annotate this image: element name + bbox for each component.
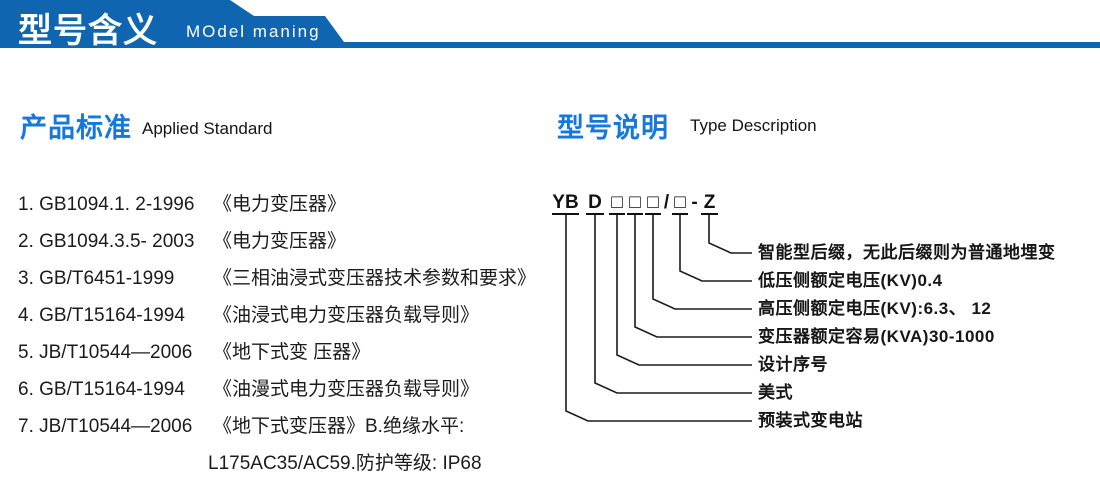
model-code-separator: - <box>691 192 698 213</box>
connector-lines <box>565 215 752 422</box>
standard-item: 2. GB1094.3.5- 2003 《电力变压器》 <box>18 223 548 260</box>
applied-standard-heading-zh: 产品标准 <box>20 113 132 143</box>
standard-code: 4. GB/T15164-1994 <box>18 305 185 326</box>
standard-item: 3. GB/T6451-1999 《三相油浸式变压器技术参数和要求》 <box>18 260 548 297</box>
standard-code: 2. GB1094.3.5- 2003 <box>18 231 195 252</box>
standard-title: 《三相油浸式变压器技术参数和要求》 <box>213 268 537 289</box>
model-code-segment: □ <box>627 193 643 215</box>
standards-list: 1. GB1094.1. 2-1996 《电力变压器》 2. GB1094.3.… <box>18 186 548 482</box>
model-code-diagram: YB D □ □ □ / □ - Z 智能型后缀，无此后缀则为普通地埋变 低压侧… <box>540 188 1100 488</box>
applied-standard-heading-en: Applied Standard <box>142 119 273 138</box>
model-label: 预装式变电站 <box>758 411 863 430</box>
standard-code: 5. JB/T10544—2006 <box>18 342 193 363</box>
model-code-segment: □ <box>645 193 661 215</box>
standard-code: 6. GB/T15164-1994 <box>18 379 185 400</box>
standard-item: 5. JB/T10544—2006 《地下式变 压器》 <box>18 334 548 371</box>
model-code-separator: / <box>663 192 670 213</box>
page-subtitle: MOdel maning <box>186 22 321 41</box>
standard-code: 7. JB/T10544—2006 <box>18 416 193 437</box>
standard-title: 《油漫式电力变压器负载导则》 <box>213 379 480 400</box>
model-code-segment: D <box>586 193 604 215</box>
standard-continuation: L175AC35/AC59.防护等级: IP68 <box>208 453 482 474</box>
standard-item: 4. GB/T15164-1994 《油浸式电力变压器负载导则》 <box>18 297 548 334</box>
standard-title: 《电力变压器》 <box>213 194 347 215</box>
standard-title: 《地下式变压器》B.绝缘水平: <box>213 416 465 437</box>
model-code-segment: □ <box>609 193 625 215</box>
model-code-segment: Z <box>701 193 718 215</box>
standard-item: 7. JB/T10544—2006 《地下式变压器》B.绝缘水平: <box>18 408 548 445</box>
page-title: 型号含义 <box>18 12 158 50</box>
model-label: 低压侧额定电压(KV)0.4 <box>758 271 943 290</box>
standard-title: 《油浸式电力变压器负载导则》 <box>213 305 480 326</box>
model-label: 高压侧额定电压(KV):6.3、 12 <box>758 299 992 318</box>
type-description-heading-en: Type Description <box>690 116 817 135</box>
standard-title: 《电力变压器》 <box>213 231 347 252</box>
model-label: 智能型后缀，无此后缀则为普通地埋变 <box>758 243 1056 262</box>
model-label: 美式 <box>758 383 793 402</box>
model-label: 设计序号 <box>758 355 828 374</box>
standard-item: 1. GB1094.1. 2-1996 《电力变压器》 <box>18 186 548 223</box>
model-code-segment: □ <box>672 193 688 215</box>
standard-code: 1. GB1094.1. 2-1996 <box>18 194 195 215</box>
model-code-segment: YB <box>552 192 579 215</box>
type-description-heading-zh: 型号说明 <box>557 113 669 143</box>
header-ribbon <box>0 0 1100 48</box>
model-label: 变压器额定容易(KVA)30-1000 <box>758 327 995 346</box>
standard-title: 《地下式变 压器》 <box>213 342 371 363</box>
standard-code: 3. GB/T6451-1999 <box>18 268 175 289</box>
standard-item: 6. GB/T15164-1994 《油漫式电力变压器负载导则》 <box>18 371 548 408</box>
